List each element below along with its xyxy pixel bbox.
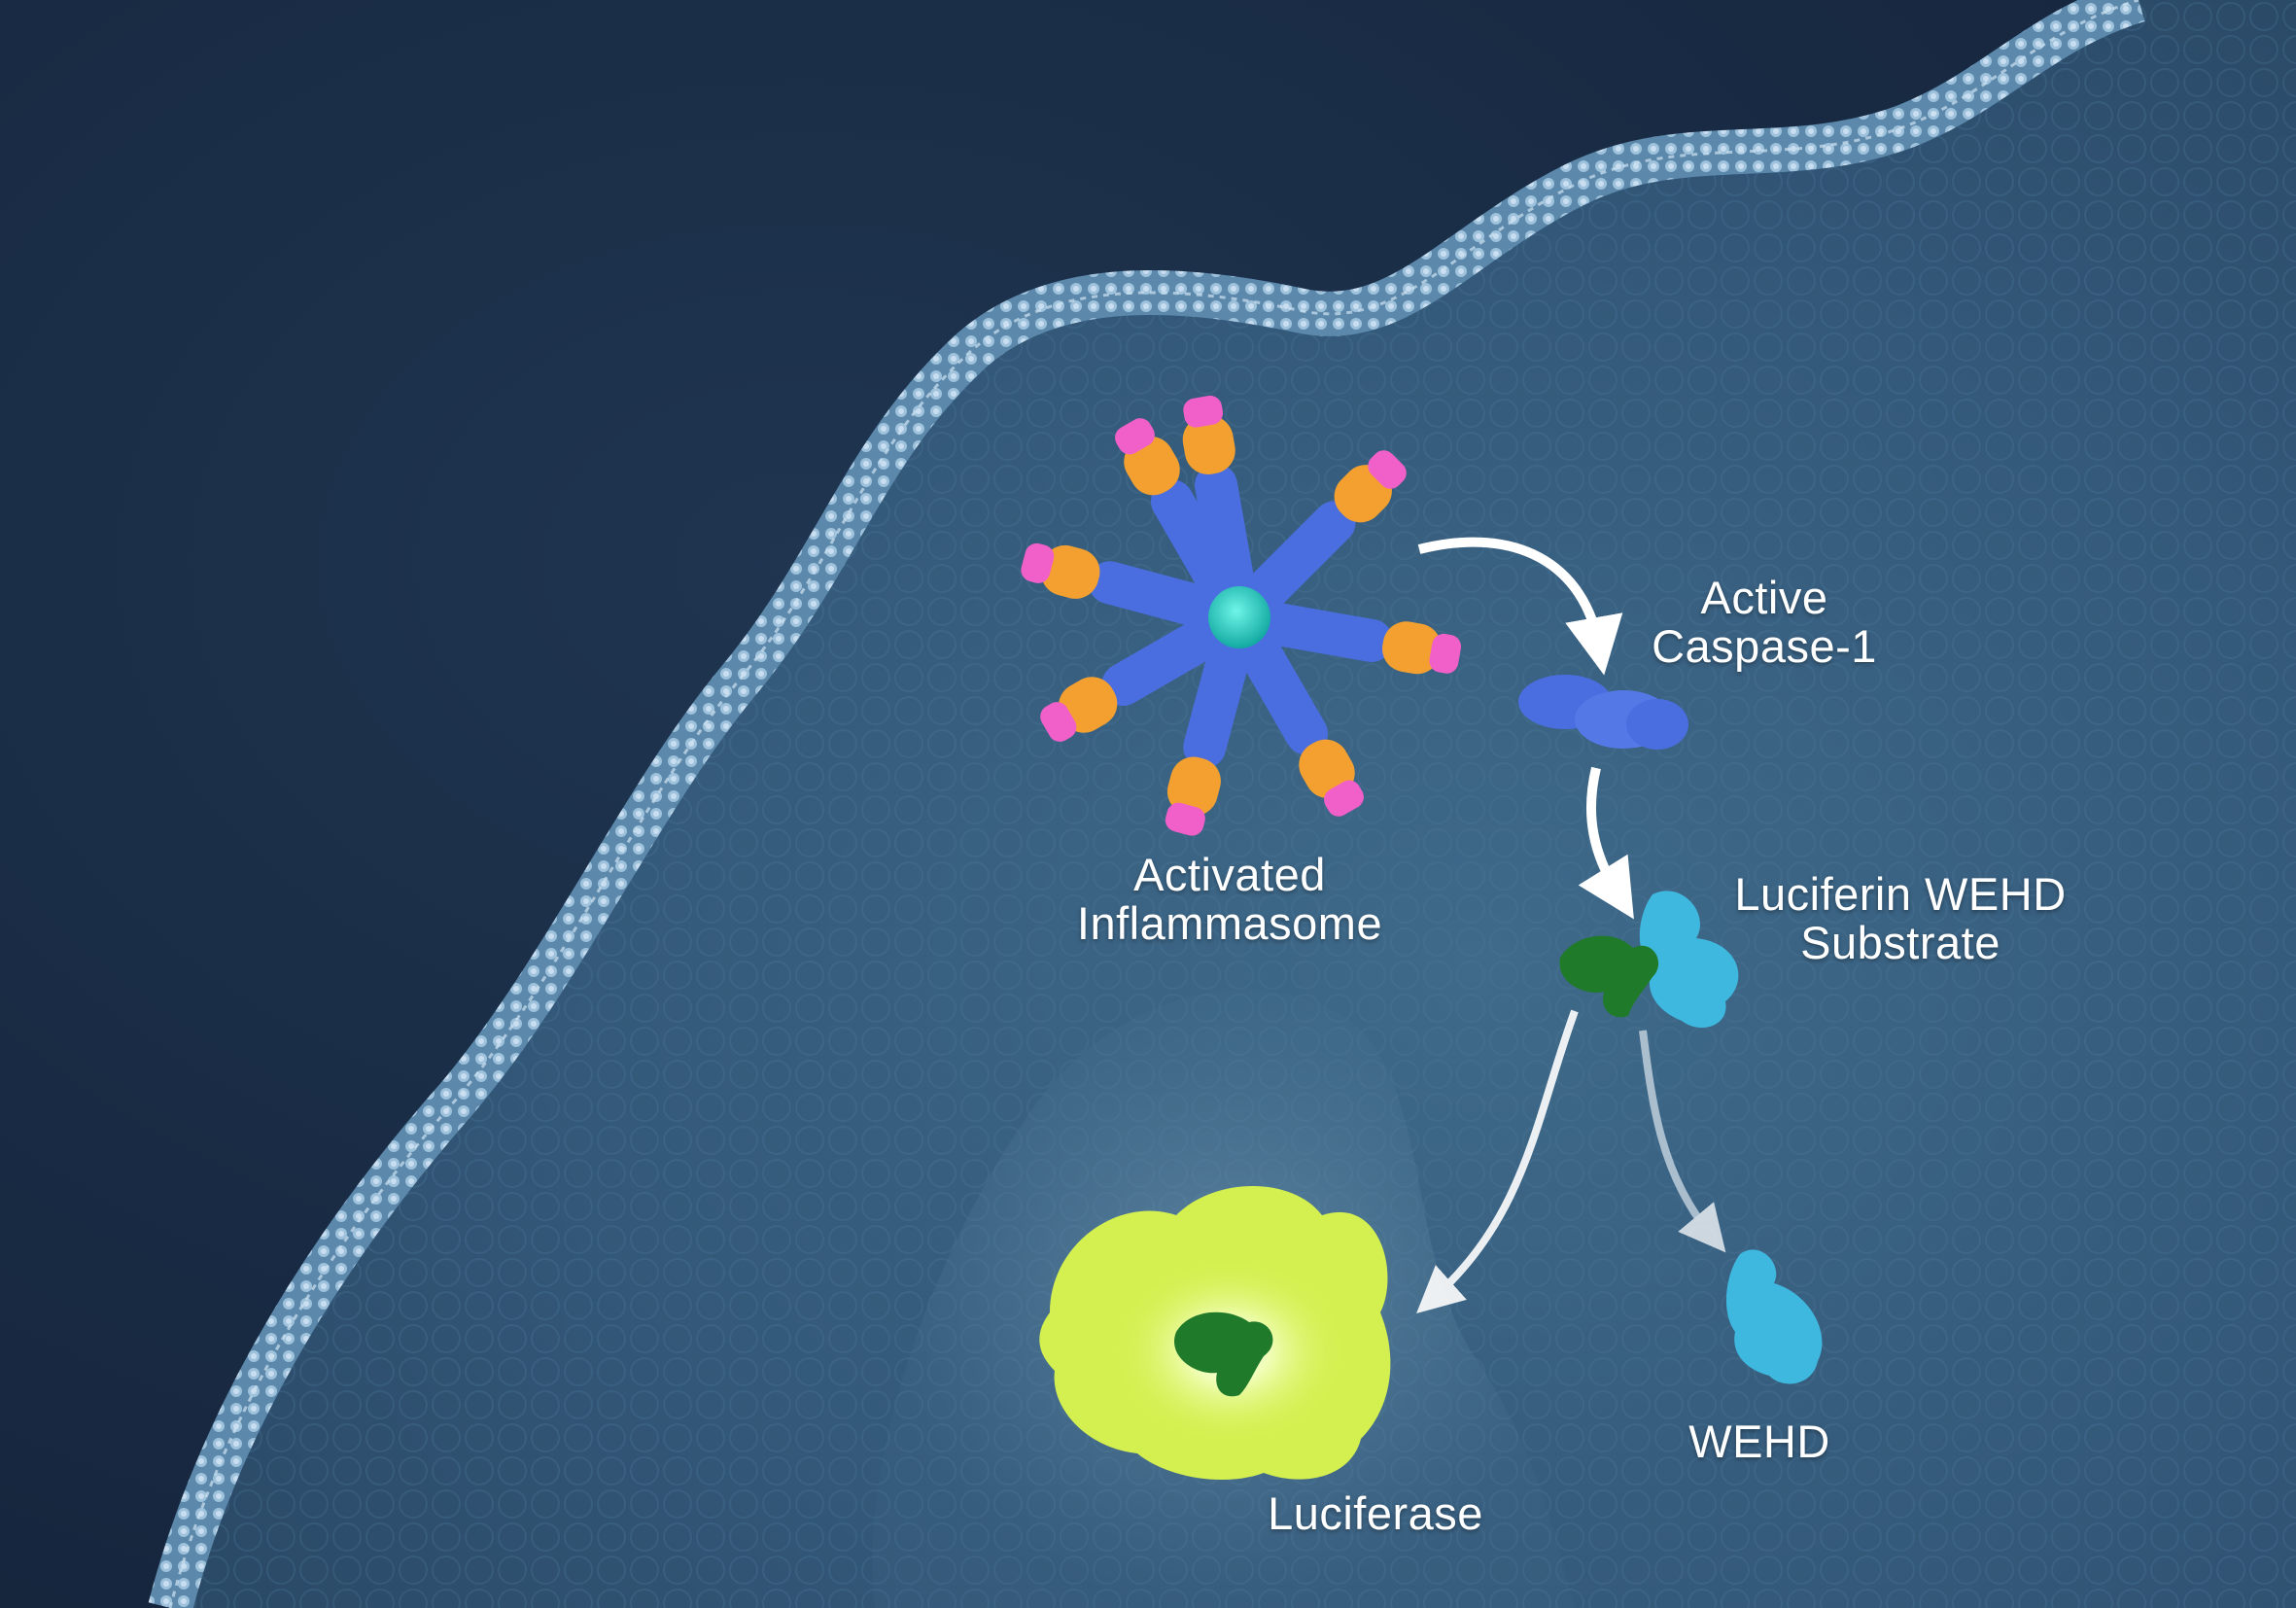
arrow-inflammasome-to-caspase	[1417, 537, 1623, 676]
inflammasome-arm	[1115, 418, 1240, 604]
arrow-substrate-to-wehd	[1639, 1030, 1726, 1253]
activated-inflammasome	[1021, 395, 1462, 836]
luciferin-in-luciferase	[1174, 1311, 1273, 1397]
label-luciferin-wehd-substrate: Luciferin WEHD Substrate	[1734, 868, 2067, 968]
inflammasome-arm	[1238, 631, 1364, 817]
label-wehd: WEHD	[1688, 1416, 1830, 1467]
luciferase	[1039, 1186, 1391, 1481]
inflammasome-arm	[1021, 542, 1222, 629]
wehd-part	[1639, 891, 1739, 1029]
cell-membrane-edge	[168, 0, 2139, 1608]
label-active-caspase-1: Active Caspase-1	[1652, 572, 1877, 672]
arrow-substrate-to-luciferase	[1416, 1009, 1579, 1314]
luciferin-wehd-substrate	[1559, 891, 1739, 1029]
label-luciferase: Luciferase	[1268, 1487, 1483, 1539]
wehd-product	[1725, 1249, 1823, 1384]
label-activated-inflammasome: Activated Inflammasome	[1076, 849, 1383, 949]
inflammasome-arm	[1040, 616, 1226, 742]
inflammasome-core	[1208, 586, 1270, 648]
cell-texture	[170, 0, 2296, 1608]
inflammasome-arm	[1165, 635, 1251, 836]
active-caspase-1	[1518, 675, 1688, 750]
arrow-caspase-to-substrate	[1578, 766, 1634, 920]
inflammasome-arm	[1246, 450, 1407, 611]
luciferin-part	[1559, 935, 1659, 1018]
inflammasome-arm	[1258, 603, 1462, 675]
